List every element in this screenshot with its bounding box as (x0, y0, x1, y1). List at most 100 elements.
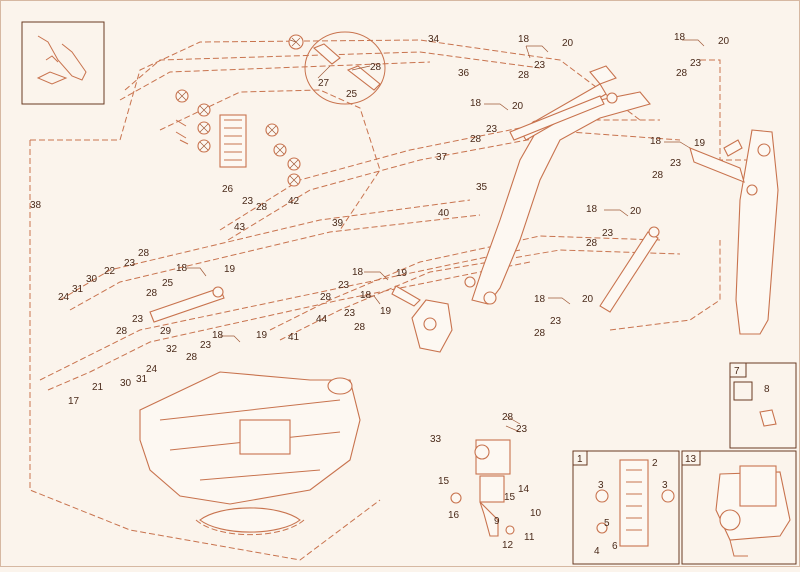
callout-9: 9 (494, 516, 500, 527)
callout-20: 20 (718, 36, 730, 47)
callout-24: 24 (58, 292, 70, 303)
swing-bracket (391, 285, 453, 353)
callout-43: 43 (234, 222, 246, 233)
callout-36: 36 (458, 68, 470, 79)
callout-28: 28 (534, 328, 546, 339)
callout-40: 40 (438, 208, 450, 219)
callout-18: 18 (534, 294, 546, 305)
callout-22: 22 (104, 266, 116, 277)
inset-1-number: 1 (577, 454, 583, 465)
callout-28: 28 (116, 326, 128, 337)
callout-19: 19 (694, 138, 706, 149)
callout-23: 23 (550, 316, 562, 327)
hose-routing (29, 39, 760, 561)
callout-20: 20 (562, 38, 574, 49)
arm (689, 129, 779, 335)
callout-labels: 34 36 38 37 35 40 39 43 41 44 17 32 33 2… (30, 32, 770, 557)
callout-20: 20 (630, 206, 642, 217)
callout-15: 15 (504, 492, 516, 503)
callout-18: 18 (518, 34, 530, 45)
callout-34: 34 (428, 34, 440, 45)
callout-25: 25 (346, 89, 358, 100)
callout-23: 23 (516, 424, 528, 435)
callout-2: 2 (652, 458, 658, 469)
callout-26: 26 (222, 184, 234, 195)
callout-14: 14 (518, 484, 530, 495)
callout-18: 18 (650, 136, 662, 147)
inset-13-number: 13 (685, 454, 697, 465)
callout-16: 16 (448, 510, 460, 521)
inset-7 (729, 362, 797, 449)
callout-39: 39 (332, 218, 344, 229)
leader-lines (186, 39, 705, 433)
callout-4: 4 (594, 546, 600, 557)
callout-23: 23 (670, 158, 682, 169)
callout-30: 30 (120, 378, 132, 389)
inset-13 (681, 450, 797, 565)
callout-33: 33 (430, 434, 442, 445)
callout-3: 3 (598, 480, 604, 491)
callout-21: 21 (92, 382, 104, 393)
callout-19: 19 (380, 306, 392, 317)
callout-24: 24 (146, 364, 158, 375)
fitting-detail (288, 31, 386, 105)
callout-19: 19 (256, 330, 268, 341)
callout-19: 19 (224, 264, 236, 275)
boom-cylinder (509, 95, 660, 313)
valve-block (175, 89, 301, 187)
callout-15: 15 (438, 476, 450, 487)
callout-28: 28 (676, 68, 688, 79)
callout-18: 18 (470, 98, 482, 109)
callout-8: 8 (764, 384, 770, 395)
callout-28: 28 (652, 170, 664, 181)
callout-28: 28 (586, 238, 598, 249)
inset-7-number: 7 (734, 366, 740, 377)
callout-28: 28 (518, 70, 530, 81)
callout-32: 32 (166, 344, 178, 355)
callout-11: 11 (524, 532, 535, 543)
callout-20: 20 (512, 101, 524, 112)
callout-37: 37 (436, 152, 448, 163)
callout-31: 31 (136, 374, 148, 385)
callout-25: 25 (162, 278, 174, 289)
callout-19: 19 (396, 268, 408, 279)
callout-23: 23 (132, 314, 144, 325)
callout-35: 35 (476, 182, 488, 193)
callout-23: 23 (534, 60, 546, 71)
callout-23: 23 (200, 340, 212, 351)
callout-28: 28 (370, 62, 382, 73)
callout-23: 23 (486, 124, 498, 135)
callout-23: 23 (602, 228, 614, 239)
callout-23: 23 (124, 258, 136, 269)
callout-12: 12 (502, 540, 514, 551)
callout-18: 18 (352, 267, 364, 278)
callout-17: 17 (68, 396, 80, 407)
callout-28: 28 (256, 202, 268, 213)
callout-23: 23 (338, 280, 350, 291)
callout-28: 28 (186, 352, 198, 363)
callout-23: 23 (690, 58, 702, 69)
callout-20: 20 (582, 294, 594, 305)
callout-5: 5 (604, 518, 610, 529)
callout-18: 18 (212, 330, 224, 341)
callout-28: 28 (502, 412, 514, 423)
callout-28: 28 (320, 292, 332, 303)
callout-28: 28 (470, 134, 482, 145)
callout-42: 42 (288, 196, 300, 207)
callout-30: 30 (86, 274, 98, 285)
chassis (139, 371, 361, 536)
swing-cylinder (149, 286, 225, 323)
solenoid-valve (450, 439, 515, 537)
callout-44: 44 (316, 314, 328, 325)
callout-18: 18 (586, 204, 598, 215)
callout-41: 41 (288, 332, 300, 343)
callout-29: 29 (160, 326, 172, 337)
callout-28: 28 (138, 248, 150, 259)
callout-27: 27 (318, 78, 330, 89)
callout-18: 18 (360, 290, 372, 301)
callout-18: 18 (674, 32, 686, 43)
callout-31: 31 (72, 284, 84, 295)
callout-28: 28 (354, 322, 366, 333)
